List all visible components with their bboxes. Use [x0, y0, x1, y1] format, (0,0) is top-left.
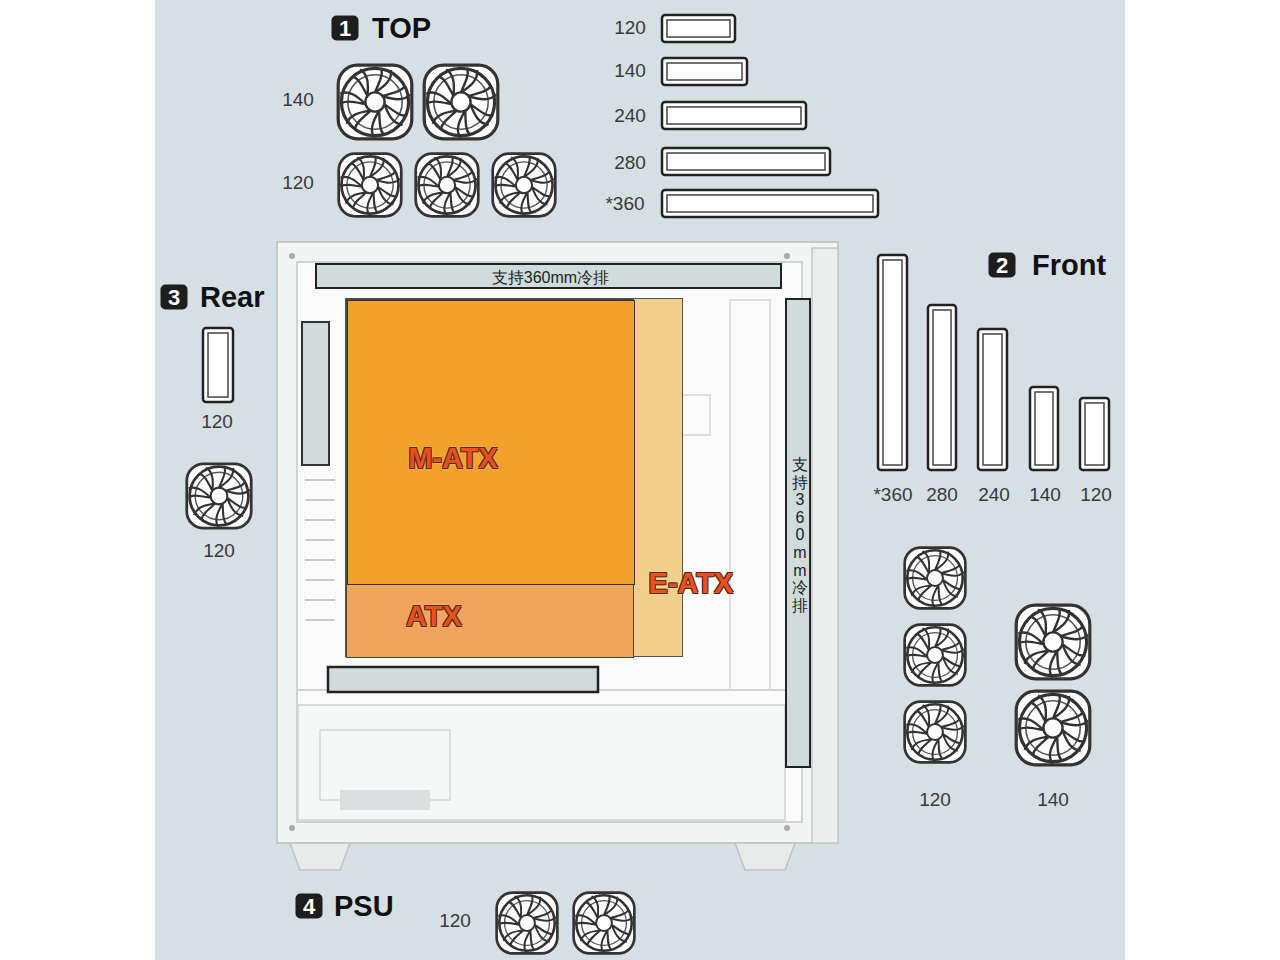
radiator-size: 120 — [614, 17, 646, 39]
board-region: M-ATX — [347, 300, 635, 585]
radiator-size: 120 — [201, 411, 233, 433]
radiator-band: 支持360mm冷排 — [315, 263, 782, 289]
radiator-size: 280 — [614, 152, 646, 174]
fan-size: 120 — [919, 789, 951, 811]
board-region: ATX M-ATX — [346, 299, 634, 658]
radiator-band: 支持360mm冷排 — [785, 298, 811, 768]
radiator-size: 280 — [926, 484, 958, 506]
radiator-size: 120 — [1080, 484, 1112, 506]
board-region: E-ATXATXM-ATX — [345, 298, 683, 657]
callout-number: 2 — [989, 253, 1016, 278]
radiator-note: 支持360mm冷排 — [492, 268, 609, 289]
callout-number: 1 — [332, 16, 359, 41]
radiator-note: 支持360mm冷排 — [792, 456, 808, 614]
form-factor-label: M-ATX — [408, 442, 498, 475]
radiator-size: 140 — [1029, 484, 1061, 506]
section-title: PSU — [334, 890, 394, 923]
radiator-size: *360 — [605, 193, 644, 215]
fan-size: 120 — [439, 910, 471, 932]
form-factor-label: ATX — [406, 600, 462, 633]
radiator-size: 240 — [978, 484, 1010, 506]
radiator-size: 140 — [614, 60, 646, 82]
callout-number: 3 — [161, 285, 188, 310]
callout-number: 4 — [296, 894, 323, 919]
fan-size: 120 — [203, 540, 235, 562]
form-factor-label: E-ATX — [649, 567, 734, 600]
fan-size: 140 — [1037, 789, 1069, 811]
fan-size: 120 — [282, 172, 314, 194]
radiator-size: *360 — [873, 484, 912, 506]
section-title: Rear — [200, 281, 265, 314]
radiator-size: 240 — [614, 105, 646, 127]
fan-size: 140 — [282, 89, 314, 111]
section-title: Front — [1032, 249, 1106, 282]
section-title: TOP — [372, 12, 431, 45]
